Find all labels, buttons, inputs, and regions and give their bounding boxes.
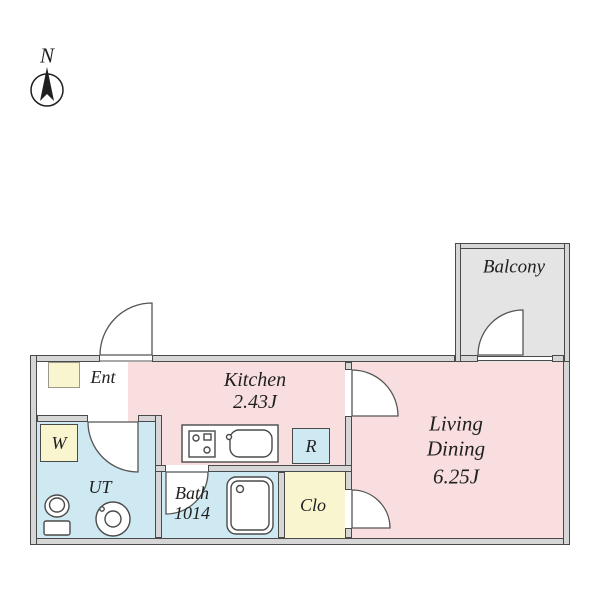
entrance-door-arc (99, 302, 153, 356)
wall (208, 465, 352, 472)
bath-door-arc (165, 471, 209, 515)
bath-label: Bath (175, 483, 209, 503)
balcony-door-arc (477, 309, 524, 356)
wall (345, 416, 352, 490)
compass-north-label: N (39, 43, 55, 68)
wall (152, 355, 455, 362)
wall (345, 528, 352, 538)
living-size-label: 6.25J (432, 464, 480, 489)
refrigerator-space-box (292, 428, 330, 464)
entrance-threshold (100, 360, 152, 362)
bathtub-icon (226, 476, 274, 535)
balcony-wall (455, 243, 461, 362)
wall (345, 362, 352, 370)
entrance-label: Ent (90, 367, 116, 387)
washer-space-label: W (51, 433, 67, 453)
closet-door-arc (351, 489, 391, 529)
washer-space-box (40, 424, 78, 462)
kitchen-counter-icon (181, 424, 279, 463)
closet-label: Clo (299, 495, 327, 515)
compass-icon (30, 67, 64, 107)
kitchen-size-label: 2.43J (233, 391, 277, 413)
utility-label: UT (88, 477, 112, 497)
dining-label: Dining (426, 436, 486, 461)
wall (155, 465, 166, 472)
wall (278, 472, 285, 538)
balcony-label: Balcony (482, 256, 546, 278)
bath-size-label: 1014 (174, 503, 210, 523)
closet-floor (285, 472, 345, 538)
washing-machine-icon (95, 501, 131, 537)
toilet-icon (43, 494, 71, 536)
kitchen-label: Kitchen (223, 369, 287, 391)
wall (30, 355, 37, 545)
living-label: Living (429, 411, 483, 436)
utility-door-arc (87, 421, 139, 473)
wall (155, 415, 162, 538)
wall (37, 415, 88, 422)
entrance-mat (48, 362, 80, 388)
refrigerator-space-label: R (305, 436, 317, 456)
balcony-wall (564, 243, 570, 362)
kitchen-living-door-arc (351, 369, 399, 417)
sliding-glass-door (478, 356, 552, 361)
